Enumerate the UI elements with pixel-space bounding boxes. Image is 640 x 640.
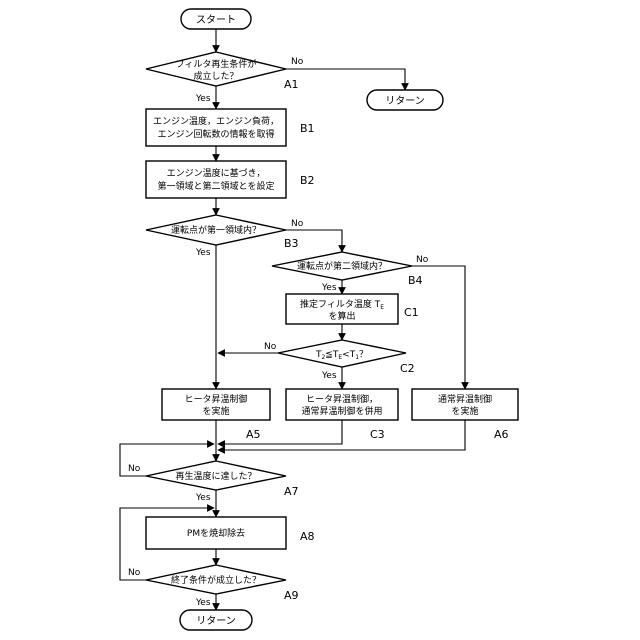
a5-label: A5 — [246, 428, 261, 441]
b1-text-line1: エンジン温度，エンジン負荷， — [153, 115, 279, 127]
b1-text-line2: エンジン回転数の情報を取得 — [157, 128, 274, 140]
a9-no-label: No — [128, 568, 141, 578]
b4-label: B4 — [408, 274, 423, 287]
return-terminal-2: リターン — [180, 610, 252, 630]
a7-label: A7 — [284, 485, 299, 498]
decision-a7: 再生温度に達した？ A7 — [146, 461, 299, 498]
a7-no-label: No — [128, 464, 141, 474]
b4-no-label: No — [416, 255, 429, 265]
a6-text-line2: を実施 — [451, 405, 478, 417]
a5-text-line1: ヒータ昇温制御 — [184, 393, 247, 405]
decision-a9: 終了条件が成立した？ A9 — [146, 565, 299, 602]
a1-yes-label: Yes — [195, 94, 211, 104]
a1-text-line2: 成立した？ — [193, 70, 238, 82]
b3-label: B3 — [284, 237, 299, 250]
process-b2: エンジン温度に基づき， 第一領域と第二領域とを設定 B2 — [146, 161, 315, 198]
a6-text-line1: 通常昇温制御 — [438, 393, 492, 405]
c3-text-line1: ヒータ昇温制御， — [306, 393, 378, 405]
arrow-c3-merge — [218, 420, 342, 444]
b2-text-line2: 第一領域と第二領域とを設定 — [157, 180, 274, 192]
a6-label: A6 — [494, 428, 509, 441]
b2-label: B2 — [300, 174, 315, 187]
b1-label: B1 — [300, 122, 315, 135]
arrow-a1-no — [286, 69, 405, 90]
c2-yes-label: Yes — [321, 371, 337, 381]
c3-label: C3 — [370, 428, 385, 441]
c1-label: C1 — [404, 306, 419, 319]
c1-text-line2: を算出 — [328, 310, 355, 322]
b2-text-line1: エンジン温度に基づき， — [167, 167, 266, 179]
c2-label: C2 — [400, 362, 415, 375]
a7-yes-label: Yes — [195, 493, 211, 503]
b4-yes-label: Yes — [321, 283, 337, 293]
decision-b4: 運転点が第二領域内？ B4 — [272, 252, 423, 287]
a9-label: A9 — [284, 589, 299, 602]
return2-text: リターン — [196, 615, 236, 627]
a5-text-line2: を実施 — [202, 405, 229, 417]
a1-no-label: No — [291, 57, 304, 67]
b3-yes-label: Yes — [195, 248, 211, 258]
a9-text: 終了条件が成立した？ — [171, 574, 261, 586]
process-c1: 推定フィルタ温度 TE を算出 C1 — [286, 294, 419, 324]
b4-text: 運転点が第二領域内？ — [297, 260, 387, 272]
decision-a1: フィルタ再生条件が 成立した？ A1 — [146, 52, 299, 91]
b3-text: 運転点が第一領域内？ — [171, 224, 261, 236]
return1-text: リターン — [385, 95, 425, 107]
a9-yes-label: Yes — [195, 598, 211, 608]
decision-b3: 運転点が第一領域内？ B3 — [146, 215, 299, 250]
process-a8: PMを焼却除去 A8 — [146, 517, 315, 549]
return-terminal-1: リターン — [367, 90, 443, 110]
a8-text: PMを焼却除去 — [187, 527, 245, 539]
a8-label: A8 — [300, 530, 315, 543]
process-b1: エンジン温度，エンジン負荷， エンジン回転数の情報を取得 B1 — [146, 109, 315, 146]
a1-text-line1: フィルタ再生条件が — [176, 58, 257, 70]
c1-text-line1: 推定フィルタ温度 TE — [300, 298, 384, 311]
a7-text: 再生温度に達した？ — [175, 470, 256, 482]
c3-text-line2: 通常昇温制御を併用 — [301, 405, 382, 417]
b3-no-label: No — [291, 219, 304, 229]
a1-label: A1 — [284, 78, 299, 91]
start-text: スタート — [196, 14, 236, 26]
decision-c2: T2≦TE<T1？ C2 — [278, 340, 415, 375]
c2-no-label: No — [264, 342, 277, 352]
start-terminal: スタート — [181, 9, 251, 29]
